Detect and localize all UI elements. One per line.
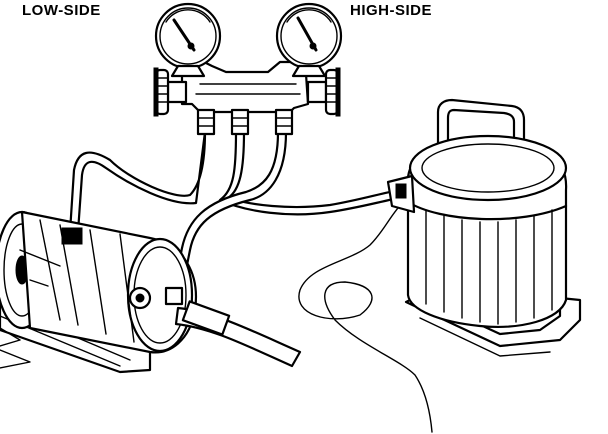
high-side-valve-knob (306, 67, 341, 117)
low-side-valve-knob (153, 67, 188, 117)
manifold-body (180, 58, 310, 114)
power-cord (298, 199, 433, 433)
manifold-gauge-set (153, 2, 343, 136)
ac-compressor (0, 210, 302, 374)
high-side-gauge (275, 2, 343, 78)
low-side-gauge (154, 2, 222, 78)
service-hose (218, 130, 417, 216)
vacuum-pump (386, 98, 582, 357)
low-side-label: LOW-SIDE (22, 2, 101, 19)
low-side-hose (68, 130, 207, 234)
manifold-hose-fittings (196, 108, 294, 136)
suction-port (61, 227, 83, 245)
high-side-label: HIGH-SIDE (350, 2, 433, 19)
